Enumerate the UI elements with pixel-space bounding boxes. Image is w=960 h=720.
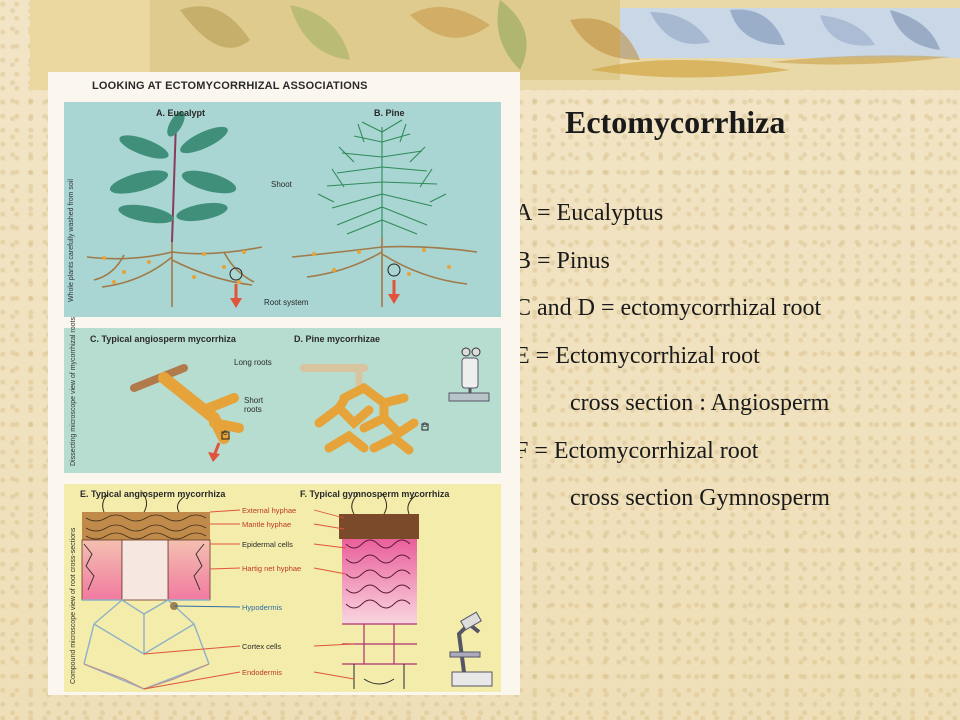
legend-item-f-detail: cross section Gymnosperm bbox=[570, 485, 830, 511]
pine-needles bbox=[317, 119, 447, 237]
angiosperm-mycorrhiza-root bbox=[130, 364, 244, 462]
eucalypt-leaves bbox=[109, 111, 237, 224]
angiosperm-section bbox=[81, 491, 211, 690]
panel-cross-sections: Compound microscope view of root cross-s… bbox=[64, 484, 501, 692]
external-hyphae-label: External hyphae bbox=[242, 506, 297, 515]
hypodermis-label: Hypodermis bbox=[242, 603, 283, 612]
slide-title: Ectomycorrhiza bbox=[565, 104, 786, 140]
hartig-net-label: Hartig net hyphae bbox=[242, 564, 302, 573]
long-roots-label: Long roots bbox=[234, 358, 272, 367]
root-system-label: Root system bbox=[264, 298, 309, 307]
mantle-hyphae-label: Mantle hyphae bbox=[242, 520, 292, 529]
panel-dissecting-view: Dissecting microscope view of mycorrhiza… bbox=[64, 317, 501, 473]
legend-item-e-detail: cross section : Angiosperm bbox=[570, 390, 830, 416]
gymnosperm-section bbox=[339, 493, 419, 689]
cross-sections-drawing bbox=[81, 491, 493, 690]
legend-item-b: B = Pinus bbox=[515, 247, 610, 274]
pine-mycorrhizae-label: D. Pine mycorrhizae bbox=[294, 334, 381, 344]
panel3-side-label: Compound microscope view of root cross-s… bbox=[70, 527, 77, 684]
pine-label: B. Pine bbox=[374, 108, 405, 118]
eucalypt-fungus-dots bbox=[102, 250, 246, 284]
legend-item-f: F = Ectomycorrhizal root bbox=[515, 437, 759, 464]
compound-microscope-icon bbox=[449, 611, 493, 687]
figure-title: LOOKING AT ECTOMYCORRHIZAL ASSOCIATIONS bbox=[92, 80, 368, 92]
pine-mycorrhiza-root bbox=[300, 364, 429, 455]
angiosperm-mycorrhiza-label: C. Typical angiosperm mycorrhiza bbox=[90, 334, 236, 344]
eucalypt-label: A. Eucalypt bbox=[156, 108, 206, 118]
panel2-side-label: Dissecting microscope view of mycorrhiza… bbox=[70, 317, 77, 466]
c-marker: C bbox=[223, 431, 228, 437]
epidermal-cells-label: Epidermal cells bbox=[242, 540, 293, 549]
d-marker: D bbox=[423, 423, 428, 429]
label-leader-lines bbox=[143, 509, 355, 690]
legend-item-e: E = Ectomycorrhizal root bbox=[515, 342, 760, 369]
angiosperm-section-label: E. Typical angiosperm mycorrhiza bbox=[80, 489, 226, 499]
legend-item-cd: C and D = ectomycorrhizal root bbox=[515, 295, 822, 321]
gymnosperm-section-label: F. Typical gymnosperm mycorrhiza bbox=[300, 489, 450, 499]
legend-item-a: A = Eucalyptus bbox=[515, 200, 664, 226]
whole-plants-drawing bbox=[86, 111, 478, 308]
panel1-side-label: Whole plants carefully washed from soil bbox=[68, 179, 75, 302]
short-roots-label: Short roots bbox=[244, 396, 264, 414]
panel-whole-plants: Whole plants carefully washed from soil … bbox=[64, 102, 501, 317]
dissecting-view-drawing bbox=[130, 347, 490, 462]
legend-list: A = Eucalyptus B = Pinus C and D = ectom… bbox=[515, 190, 955, 523]
dissecting-microscope-icon bbox=[448, 347, 490, 402]
eucalypt-roots bbox=[86, 242, 263, 307]
angiosperm-cortex-cells bbox=[82, 599, 210, 690]
pine-roots bbox=[291, 237, 478, 307]
cortex-cells-label: Cortex cells bbox=[242, 642, 282, 651]
shoot-label: Shoot bbox=[271, 180, 292, 189]
endodermis-label: Endodermis bbox=[242, 668, 283, 677]
